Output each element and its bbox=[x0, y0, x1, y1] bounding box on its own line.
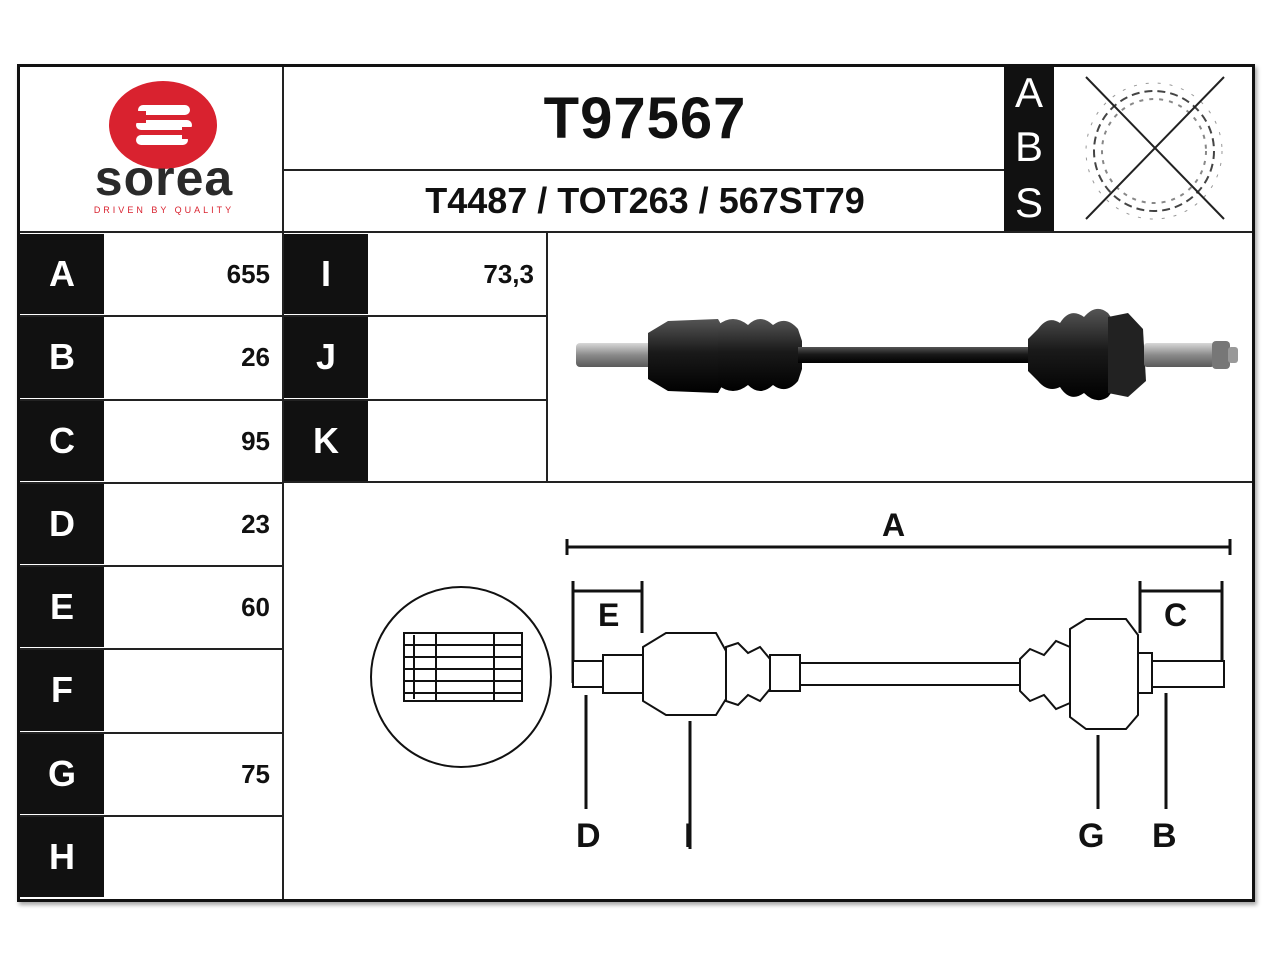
row-label-e: E bbox=[20, 567, 104, 648]
row-label-h: H bbox=[20, 816, 104, 897]
diagram-label-e: E bbox=[598, 597, 620, 633]
row-label-b: B bbox=[20, 317, 104, 398]
cross-references: T4487 / TOT263 / 567ST79 bbox=[425, 180, 865, 221]
row-value-a: 655 bbox=[226, 259, 270, 289]
spec-sheet: sorea DRIVEN BY QUALITY T97567 T4487 / T… bbox=[17, 64, 1255, 902]
diagram-label-c: C bbox=[1164, 597, 1188, 633]
row-label-a: A bbox=[20, 234, 104, 315]
abs-label: A B S bbox=[1004, 67, 1054, 231]
row-label-k: K bbox=[284, 400, 368, 481]
abs-letter-s: S bbox=[1014, 179, 1043, 226]
row-label-g: G bbox=[20, 733, 104, 814]
abs-letter-a: A bbox=[1014, 69, 1043, 116]
brand-logo: sorea DRIVEN BY QUALITY bbox=[20, 67, 282, 231]
row-value-c: 95 bbox=[241, 425, 270, 456]
row-value-i: 73,3 bbox=[483, 259, 534, 289]
dimension-diagram: A E C D I G B bbox=[286, 483, 1252, 899]
diagram-label-g: G bbox=[1078, 817, 1105, 855]
diagram-label-b: B bbox=[1152, 817, 1177, 855]
driveshaft-photo bbox=[548, 233, 1252, 480]
row-value-d: 23 bbox=[241, 508, 270, 539]
row-value-b: 26 bbox=[241, 342, 270, 373]
abs-letter-b: B bbox=[1014, 123, 1043, 170]
row-label-j: J bbox=[284, 317, 368, 398]
row-label-i: I bbox=[284, 234, 368, 315]
row-label-f: F bbox=[20, 650, 104, 731]
driveshaft-diagram-icon bbox=[370, 539, 1232, 849]
part-number: T97567 bbox=[543, 85, 747, 151]
sorea-logo-icon bbox=[109, 81, 217, 169]
diagram-label-a: A bbox=[882, 507, 906, 543]
row-label-d: D bbox=[20, 483, 104, 564]
brand-tagline: DRIVEN BY QUALITY bbox=[93, 205, 235, 215]
diagram-label-i: I bbox=[684, 817, 694, 855]
diagram-label-d: D bbox=[576, 817, 601, 855]
brand-name: sorea bbox=[94, 150, 234, 206]
abs-sensor-crossed-icon bbox=[1056, 67, 1252, 231]
row-value-g: 75 bbox=[241, 758, 270, 789]
row-label-c: C bbox=[20, 400, 104, 481]
row-value-e: 60 bbox=[241, 592, 270, 622]
